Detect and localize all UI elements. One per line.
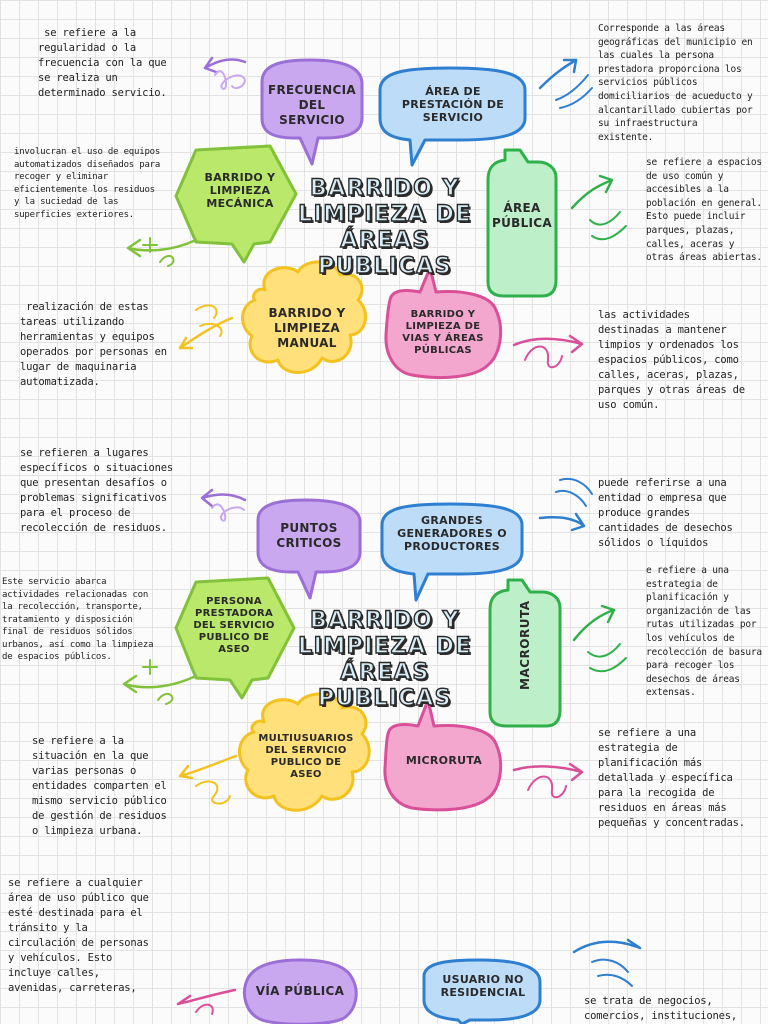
node-persona: PERSONA PRESTADORA DEL SERVICIO PUBLICO …: [193, 596, 275, 655]
map2-title: BARRIDO Y LIMPIEZA DE ÁREAS PUBLICAS: [272, 607, 498, 712]
doodle-mecanica: [142, 237, 175, 267]
manual-cloud: [241, 260, 368, 374]
arrow-via-publica: [176, 988, 237, 1006]
text-manual: realización de estas tareas utilizando h…: [20, 301, 174, 388]
map2-title-line-1: BARRIDO Y: [309, 607, 460, 633]
doodle-frecuencia: [214, 70, 246, 90]
mecanica-hexagon: [174, 144, 298, 264]
arrow-macroruta: [572, 604, 616, 642]
microruta-bubble: [383, 698, 503, 812]
map2-title-line-2: LIMPIEZA DE: [297, 633, 472, 659]
doodle-manual: [195, 304, 223, 337]
doodle-puntos: [211, 503, 245, 522]
text-via-publica: se refiere a cualquier área de uso públi…: [8, 877, 149, 994]
puntos-bubble: [256, 498, 362, 600]
doodle-via-publica: [195, 1003, 214, 1015]
macroruta-box: [488, 578, 562, 728]
text-mecanica: involucran el uso de equipos automatizad…: [14, 147, 161, 220]
map1-title: BARRIDO Y LIMPIEZA DE ÁREAS PUBLICAS: [272, 175, 498, 280]
node-manual: BARRIDO Y LIMPIEZA MANUAL: [268, 305, 346, 350]
grandes-bubble: [380, 502, 524, 602]
doodle-area-publica: [589, 211, 627, 241]
vias-bubble: [384, 266, 503, 380]
node-frecuencia: FRECUENCIA DEL SERVICIO: [268, 82, 356, 127]
arrow-frecuencia: [203, 56, 247, 74]
doodle-macroruta: [587, 643, 627, 673]
usuario-bubble: [422, 958, 542, 1024]
text-multiusuarios: se refiere a la situación en la que vari…: [32, 735, 167, 837]
doodle-persona: [142, 659, 174, 705]
text-area-publica: se refiere a espacios de uso común y acc…: [646, 157, 762, 264]
node-grandes: GRANDES GENERADORES O PRODUCTORES: [397, 513, 507, 553]
frecuencia-bubble: [260, 58, 364, 166]
persona-hexagon: [174, 576, 296, 700]
text-macroruta: e refiere a una estrategia de planificac…: [646, 565, 762, 699]
text-frecuencia: se refiere a la regularidad o la frecuen…: [38, 27, 173, 99]
doodle-grandes: [555, 478, 593, 507]
arrow-puntos: [200, 488, 247, 508]
map1-title-line-1: BARRIDO Y: [309, 175, 460, 201]
text-grandes: puede referirse a una entidad o empresa …: [598, 477, 733, 549]
node-macroruta: MACRORUTA: [518, 600, 532, 690]
arrow-grandes: [538, 512, 586, 532]
doodle-vias: [524, 345, 563, 369]
text-microruta: se refiere a una estrategia de planifica…: [598, 727, 745, 829]
area-publica-box: [486, 148, 558, 298]
map2-title-line-3: ÁREAS PUBLICAS: [317, 659, 452, 711]
doodle-usuario: [591, 958, 633, 987]
doodle-multiusuarios: [195, 780, 231, 805]
map1-title-line-2: LIMPIEZA DE: [297, 201, 472, 227]
text-puntos: se refieren a lugares específicos o situ…: [20, 447, 174, 534]
text-area-prestacion: Corresponde a las áreas geográficas del …: [598, 23, 753, 143]
node-area-prestacion: ÁREA DE PRESTACIÓN DE SERVICIO: [401, 84, 505, 124]
node-via-publica: VÍA PÚBLICA: [255, 983, 345, 998]
node-multiusuarios: MULTIUSUARIOS DEL SERVICIO PUBLICO DE AS…: [258, 733, 354, 780]
doodle-area-prestacion: [555, 74, 593, 109]
via-publica-bubble: [243, 958, 358, 1024]
node-area-publica: ÁREA PÚBLICA: [492, 201, 553, 230]
text-vias: las actividades destinadas a mantener li…: [598, 309, 745, 411]
arrow-area-prestacion: [538, 58, 578, 90]
multiusuarios-cloud: [238, 692, 371, 812]
map1-title-line-3: ÁREAS PUBLICAS: [317, 227, 452, 279]
node-usuario: USUARIO NO RESIDENCIAL: [440, 973, 526, 999]
area-prestacion-bubble: [378, 66, 527, 167]
node-mecanica: BARRIDO Y LIMPIEZA MECÁNICA: [204, 170, 276, 210]
node-microruta: MICRORUTA: [405, 753, 483, 767]
node-puntos: PUNTOS CRITICOS: [276, 521, 342, 550]
arrow-multiusuarios: [178, 754, 238, 780]
text-persona: Este servicio abarca actividades relacio…: [2, 577, 154, 662]
text-usuario: se trata de negocios, comercios, institu…: [584, 995, 738, 1022]
node-vias: BARRIDO Y LIMPIEZA DE VIAS Y ÁREAS PÚBLI…: [402, 309, 484, 356]
arrow-usuario: [572, 938, 642, 954]
arrow-vias: [512, 334, 584, 354]
arrow-area-publica: [570, 174, 614, 210]
arrow-microruta: [512, 762, 584, 782]
arrow-mecanica: [126, 238, 198, 258]
doodle-microruta: [527, 775, 567, 799]
arrow-manual: [178, 316, 234, 350]
arrow-persona: [122, 674, 198, 694]
